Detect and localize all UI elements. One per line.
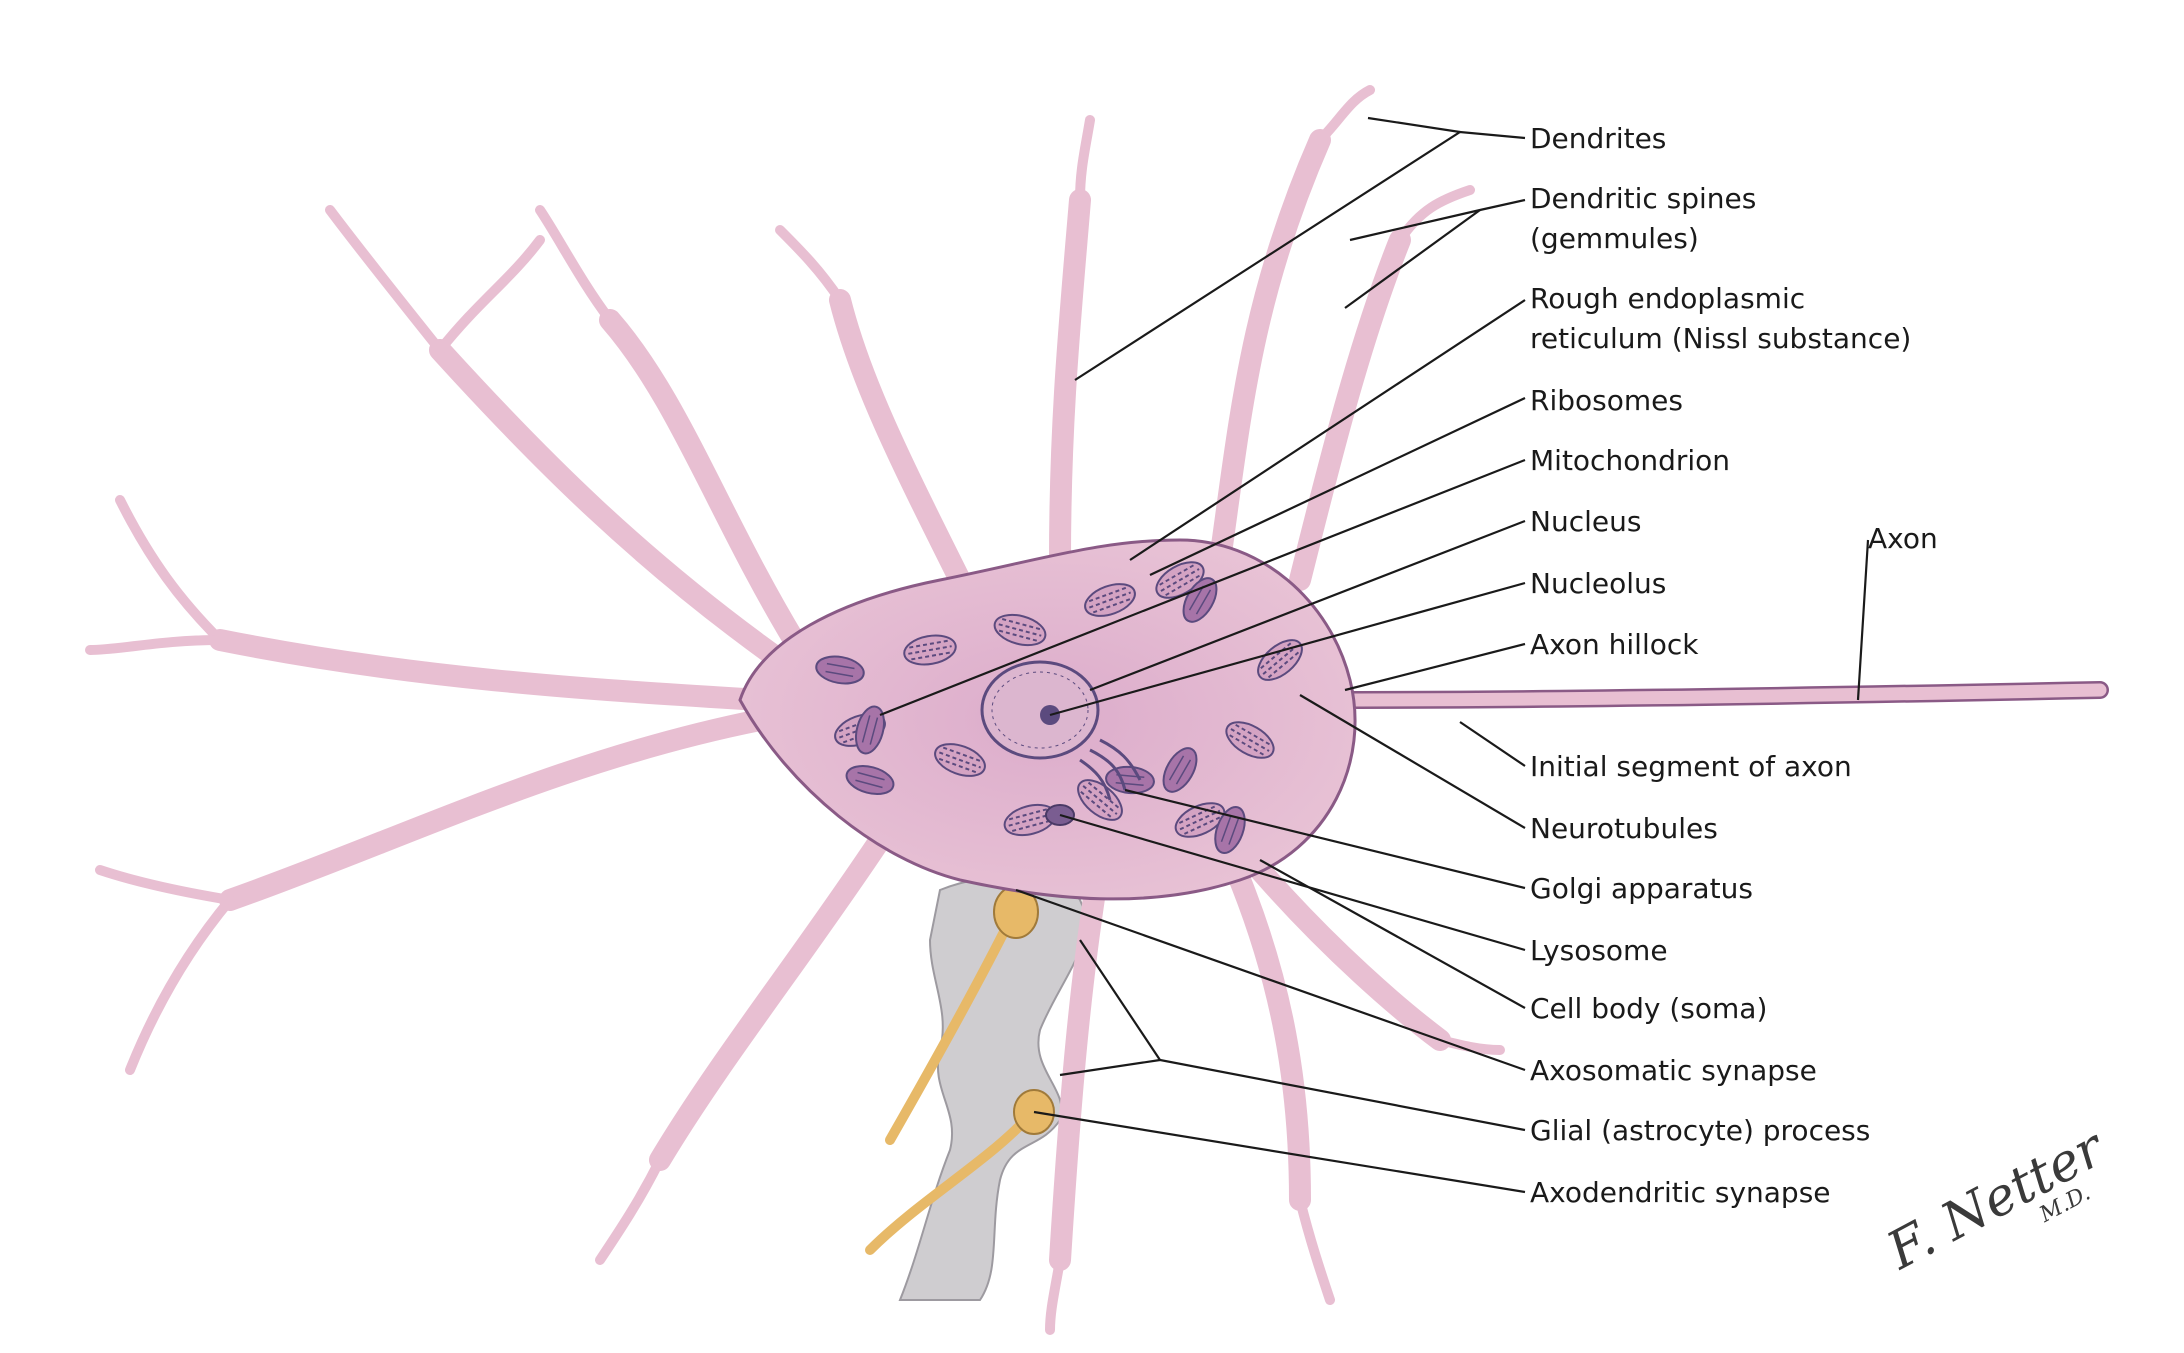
- label-rough-er-line2: reticulum (Nissl substance): [1530, 322, 1911, 355]
- label-dendrites: Dendrites: [1530, 122, 1666, 155]
- label-rough-er-line1: Rough endoplasmic: [1530, 282, 1805, 315]
- leader-lines: [879, 116, 1870, 1194]
- artist-signature: F. Netter M.D.: [1877, 1117, 2116, 1282]
- golgi-apparatus: [1079, 738, 1142, 801]
- label-ribosomes: Ribosomes: [1530, 384, 1683, 417]
- label-golgi: Golgi apparatus: [1530, 872, 1753, 905]
- label-mitochondrion: Mitochondrion: [1530, 444, 1730, 477]
- label-dendritic-spines-line1: Dendritic spines: [1530, 182, 1756, 215]
- axon-terminal: [865, 885, 1055, 1255]
- label-axosomatic: Axosomatic synapse: [1530, 1054, 1817, 1087]
- label-axon: Axon: [1868, 522, 1938, 555]
- label-glial: Glial (astrocyte) process: [1530, 1114, 1870, 1147]
- dendrites: [85, 85, 1505, 1335]
- label-nucleus: Nucleus: [1530, 505, 1641, 538]
- nucleus: [980, 660, 1100, 760]
- label-dendritic-spines-line2: (gemmules): [1530, 222, 1699, 255]
- label-neurotubules: Neurotubules: [1530, 812, 1718, 845]
- label-nucleolus: Nucleolus: [1530, 567, 1666, 600]
- label-initial-segment: Initial segment of axon: [1530, 750, 1852, 783]
- labels: Dendrites Dendritic spines (gemmules) Ro…: [1530, 122, 1938, 1209]
- axon: [1311, 681, 2109, 709]
- label-lysosome: Lysosome: [1530, 934, 1668, 967]
- label-axodendritic: Axodendritic synapse: [1530, 1176, 1831, 1209]
- label-axon-hillock: Axon hillock: [1530, 628, 1699, 661]
- label-cell-body: Cell body (soma): [1530, 992, 1767, 1025]
